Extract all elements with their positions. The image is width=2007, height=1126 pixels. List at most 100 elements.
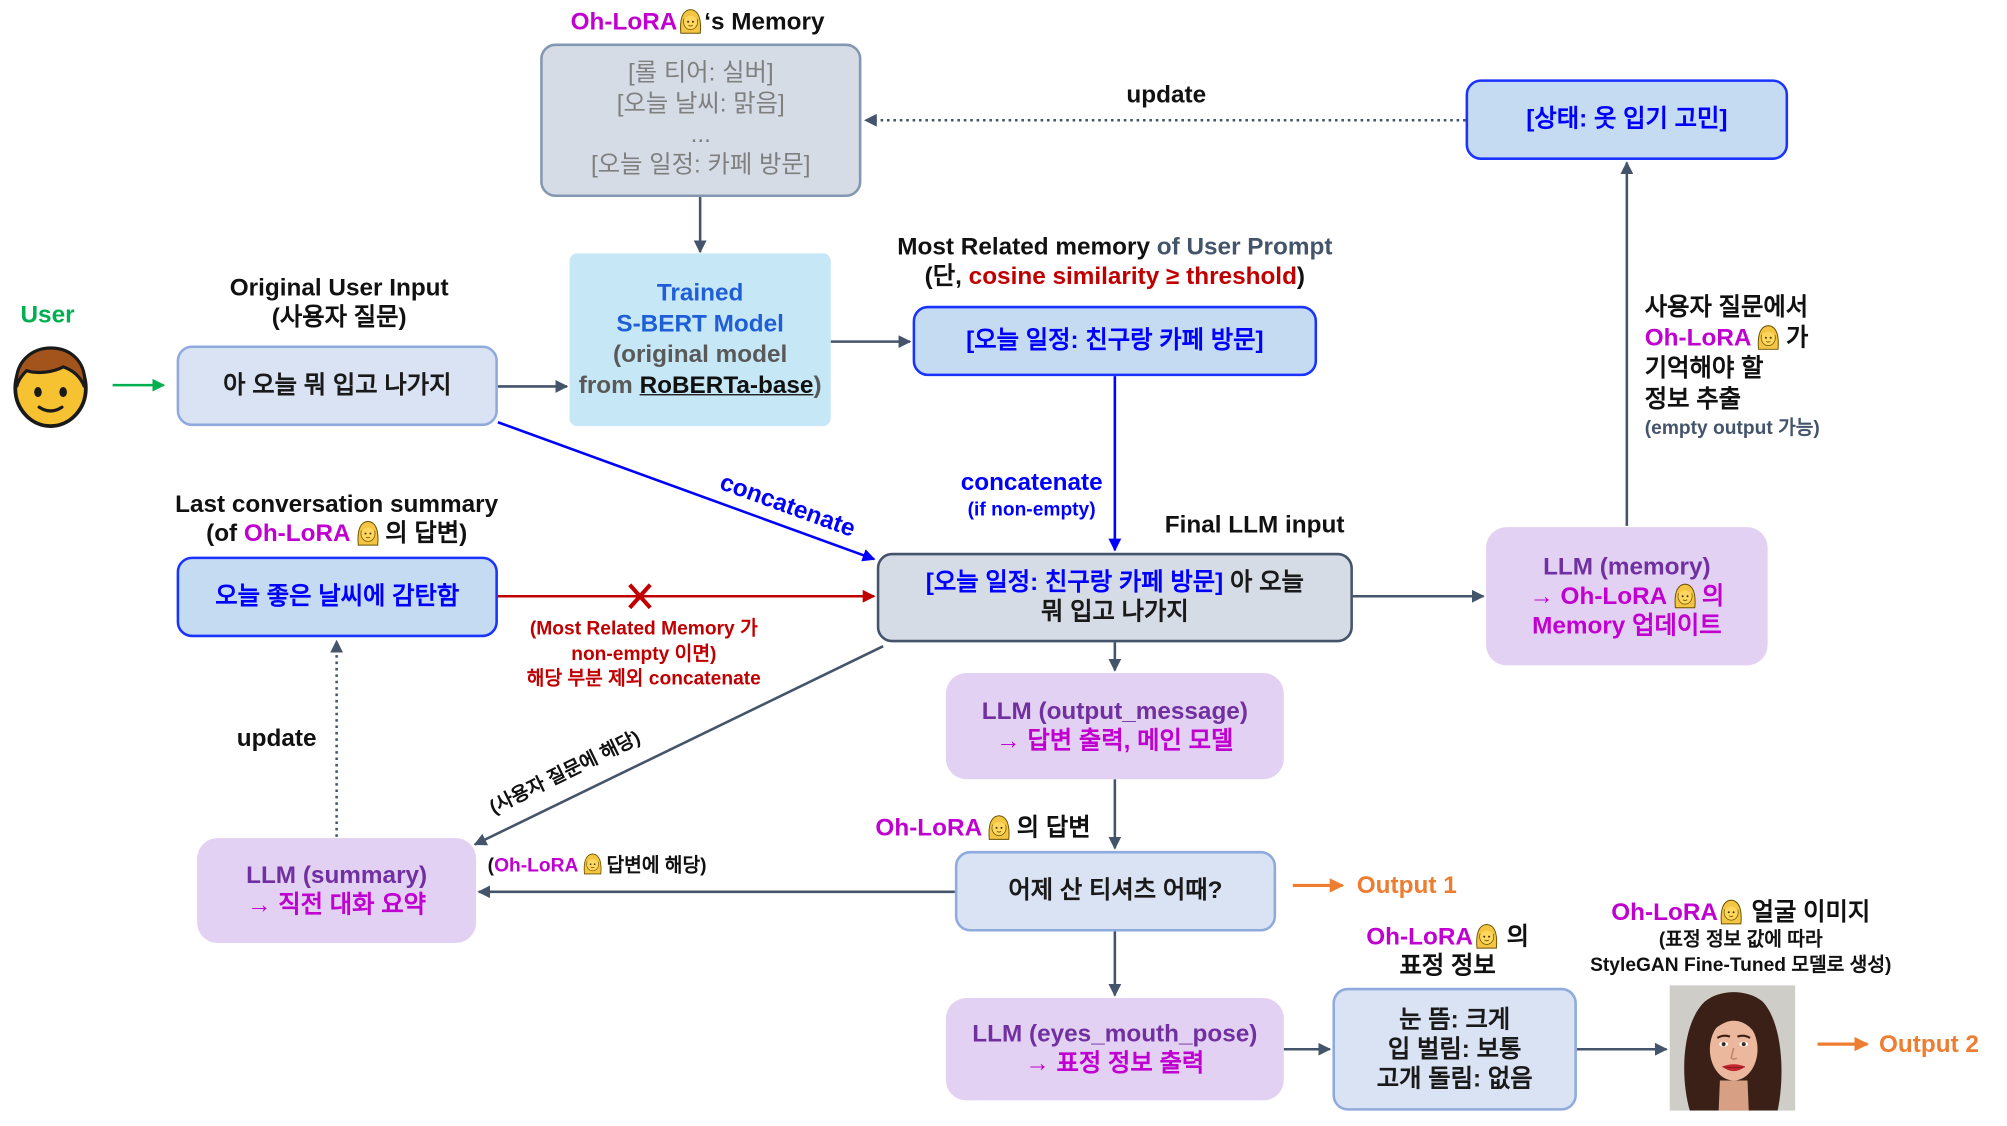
memory-store-box: [롤 티어: 실버] [오늘 날씨: 맑음] ... [오늘 일정: 카페 방문… — [540, 43, 862, 198]
memory-extraction-note: 사용자 질문에서 Oh-LoRA 가 기억해야 할 정보 추출 (empty ou… — [1645, 293, 1820, 441]
llm-output-title: LLM (output_message) — [981, 697, 1248, 725]
similarity-condition: cosine similarity ≥ threshold — [968, 263, 1297, 291]
user-label: User — [20, 301, 75, 329]
memory-item: [오늘 날씨: 맑음] — [616, 90, 785, 118]
extraction-line-2: Oh-LoRA 가 — [1645, 324, 1820, 355]
extraction-owner: Oh-LoRA — [1644, 325, 1752, 352]
expression-item: 눈 뜸: 크게 — [1399, 1006, 1511, 1034]
face-title-suffix: 얼굴 이미지 — [1751, 899, 1871, 927]
extraction-line-3: 기억해야 할 — [1644, 355, 1764, 383]
oh-lora-face-image — [1669, 985, 1796, 1111]
last-summary-text: 오늘 좋은 날씨에 감탄함 — [215, 583, 460, 611]
answer-box: 어제 산 티셔츠 어때? — [954, 850, 1277, 932]
memory-owner: Oh-LoRA — [570, 8, 678, 36]
expression-title-suffix: 의 — [1506, 923, 1530, 951]
oh-lora-emoji-icon — [356, 519, 380, 546]
user-input-text: 아 오늘 뭐 입고 나가지 — [223, 372, 452, 400]
llm-output-desc: → 답변 출력, 메인 모델 — [996, 727, 1234, 755]
summary-update-label: update — [236, 725, 317, 753]
state-box: [상태: 옷 입기 고민] — [1465, 79, 1789, 160]
extraction-line-1: 사용자 질문에서 — [1644, 294, 1809, 322]
excluded-note-line-2: non-empty 이면) — [571, 642, 717, 665]
llm-output-box: LLM (output_message) → 답변 출력, 메인 모델 — [945, 673, 1284, 780]
llm-pose-box: LLM (eyes_mouth_pose) → 표정 정보 출력 — [945, 998, 1284, 1101]
final-input-line-1: [오늘 일정: 친구랑 카페 방문] 아 오늘 — [926, 568, 1304, 597]
related-memory-title-line: Most Related memory of User Prompt — [870, 233, 1359, 262]
face-title: Oh-LoRA 얼굴 이미지 (표정 정보 값에 따라 StyleGAN Fin… — [1555, 898, 1926, 979]
related-memory-condition: (단, cosine similarity ≥ threshold) — [870, 262, 1359, 291]
related-memory-box: [오늘 일정: 친구랑 카페 방문] — [912, 305, 1318, 377]
final-input-box: [오늘 일정: 친구랑 카페 방문] 아 오늘 뭐 입고 나가지 — [876, 552, 1353, 643]
concatenate-condition: (if non-empty) — [967, 499, 1096, 521]
final-input-user-part-1: 아 오늘 — [1230, 569, 1304, 597]
user-boy-icon — [13, 346, 88, 428]
excluded-note-line-3: 해당 부분 제외 concatenate — [526, 667, 761, 690]
excluded-note-line-1: (Most Related Memory 가 — [529, 618, 758, 640]
expression-item: 입 벌림: 보통 — [1387, 1035, 1522, 1063]
last-summary-subtitle-open: (of — [206, 520, 238, 548]
face-note-2: StyleGAN Fine-Tuned 모델로 생성) — [1590, 954, 1892, 977]
extraction-empty-note: (empty output 가능) — [1644, 417, 1820, 439]
oh-lora-emoji-icon — [1719, 898, 1743, 925]
arrow-input-to-final-input — [497, 421, 876, 562]
oh-lora-emoji-icon — [1757, 324, 1781, 351]
last-summary-box: 오늘 좋은 날씨에 감탄함 — [176, 556, 498, 638]
last-summary-subtitle-close: 의 답변) — [385, 520, 468, 548]
llm-memory-title: LLM (memory) — [1543, 553, 1711, 581]
llm-summary-title: LLM (summary) — [246, 862, 428, 890]
sbert-line-4: from RoBERTa-base) — [579, 370, 822, 401]
final-input-memory-part: [오늘 일정: 친구랑 카페 방문] — [925, 569, 1224, 597]
oh-lora-emoji-icon — [1474, 923, 1498, 950]
expression-title: Oh-LoRA 의 표정 정보 — [1332, 923, 1562, 982]
oh-lora-emoji-icon — [582, 852, 602, 875]
answer-owner: Oh-LoRA — [875, 815, 983, 842]
condition-close: ) — [1296, 263, 1306, 291]
memory-title-suffix: ‘s Memory — [704, 8, 825, 36]
memory-update-label: update — [1126, 81, 1207, 109]
output-2-label: Output 2 — [1878, 1031, 1979, 1059]
sbert-model-box: Trained S-BERT Model (original model fro… — [569, 253, 831, 427]
output-1-label: Output 1 — [1356, 872, 1457, 900]
oh-lora-emoji-icon — [1672, 582, 1696, 609]
answer-side-open: ( — [487, 854, 495, 877]
final-input-label: Final LLM input — [1164, 511, 1345, 539]
face-owner: Oh-LoRA — [1611, 899, 1718, 927]
expression-box: 눈 뜸: 크게 입 벌림: 보통 고개 돌림: 없음 — [1332, 987, 1577, 1111]
last-summary-title-line: Last conversation summary — [175, 491, 499, 519]
face-title-line-1: Oh-LoRA 얼굴 이미지 — [1555, 898, 1926, 927]
memory-title: Oh-LoRA ‘s Memory — [512, 8, 883, 37]
llm-memory-owner: Oh-LoRA — [1560, 582, 1668, 610]
extraction-line-2-suffix: 가 — [1786, 325, 1809, 352]
answer-side-close: 답변에 해당) — [606, 854, 707, 877]
sbert-from: from — [578, 371, 633, 399]
user-input-box: 아 오늘 뭐 입고 나가지 — [176, 345, 498, 427]
condition-open: (단, — [924, 263, 962, 291]
related-memory-text: [오늘 일정: 친구랑 카페 방문] — [966, 327, 1264, 355]
sbert-close: ) — [813, 371, 822, 399]
concatenate-vertical-label: concatenate (if non-empty) — [954, 468, 1110, 523]
state-text: [상태: 옷 입기 고민] — [1526, 106, 1728, 134]
llm-summary-box: LLM (summary) → 직전 대화 요약 — [197, 838, 477, 944]
user-input-title: Original User Input (사용자 질문) — [179, 274, 499, 333]
sbert-line-2: S-BERT Model — [616, 310, 784, 338]
expression-owner: Oh-LoRA — [1366, 923, 1473, 951]
extraction-line-4: 정보 추출 — [1644, 386, 1742, 414]
user-input-subtitle: (사용자 질문) — [271, 304, 407, 332]
user-input-title-line: Original User Input — [229, 275, 449, 302]
expression-item: 고개 돌림: 없음 — [1376, 1065, 1533, 1093]
memory-item-ellipsis: ... — [690, 121, 711, 149]
sbert-base-model: RoBERTa-base — [639, 371, 814, 399]
llm-pose-desc: → 표정 정보 출력 — [1025, 1050, 1205, 1078]
sbert-line-3: (original model — [612, 340, 788, 368]
llm-memory-arrow: → — [1529, 582, 1554, 610]
excluded-x-mark — [628, 583, 652, 610]
related-title-rest: of User Prompt — [1156, 234, 1333, 262]
arrow-final-input-to-llm-summary — [473, 645, 884, 846]
expression-title-line-1: Oh-LoRA 의 — [1332, 923, 1562, 952]
